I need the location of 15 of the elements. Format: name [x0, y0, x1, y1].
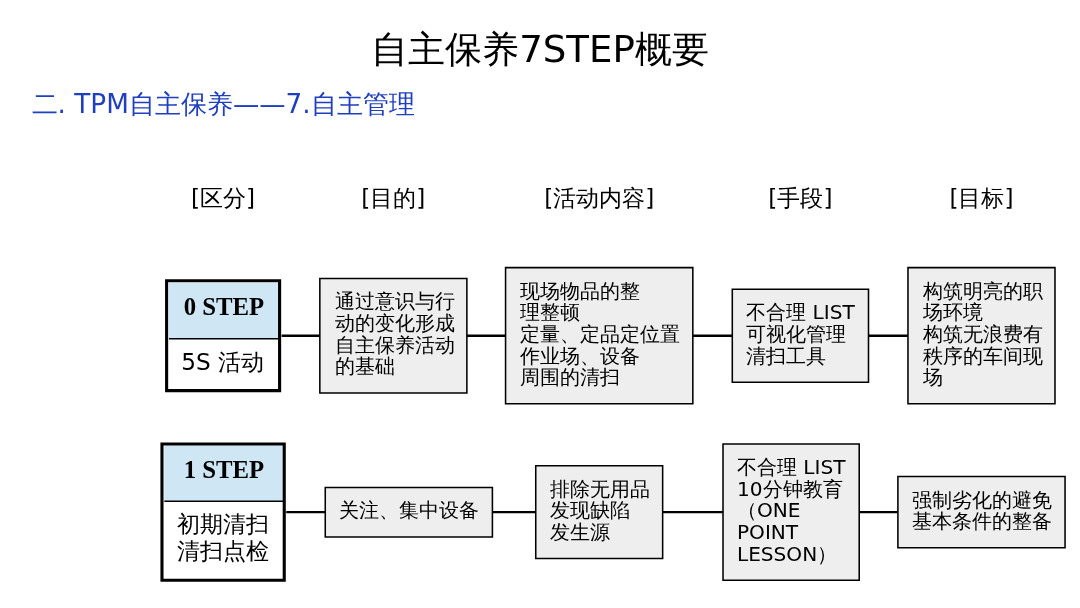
label: [目的]	[361, 184, 426, 212]
connector	[859, 511, 898, 514]
connector	[286, 511, 326, 514]
label: [活动内容]	[544, 184, 655, 212]
label: [手段]	[768, 184, 833, 212]
connector	[492, 511, 536, 514]
connector	[662, 511, 723, 514]
diagram-title: 自主保养7STEP概要	[371, 28, 709, 72]
label: [区分]	[191, 184, 256, 212]
label: [目标]	[949, 184, 1014, 212]
connector	[869, 334, 908, 337]
connector	[281, 334, 320, 337]
connector	[693, 334, 733, 337]
connector	[466, 334, 506, 337]
label: 二. TPM自主保养——7.自主管理	[31, 89, 415, 120]
